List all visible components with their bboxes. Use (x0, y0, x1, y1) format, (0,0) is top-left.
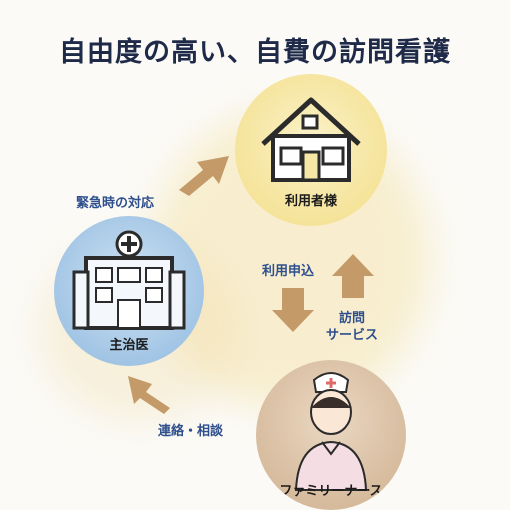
arrow-down-icon (272, 288, 314, 332)
page-title: 自由度の高い、自費の訪問看護 (59, 37, 451, 68)
home-label: 利用者様 (284, 194, 337, 209)
home-node: 利用者様 (235, 74, 387, 226)
house-icon (261, 97, 361, 182)
contact-label: 連絡・相談 (158, 424, 224, 439)
nurse-label: ファミリーナース (279, 484, 383, 499)
nurse-icon (294, 372, 368, 491)
hospital-icon (72, 230, 186, 330)
arrow-up-icon (332, 254, 374, 298)
nurse-node: ファミリーナース (256, 360, 406, 510)
request-label: 利用申込 (262, 264, 315, 279)
doctor-node: 主治医 (54, 216, 204, 366)
arrow-to-home-icon (179, 156, 229, 196)
arrow-to-doctor-icon (128, 376, 170, 414)
service-label: 訪問 サービス (326, 311, 379, 343)
emergency-label: 緊急時の対応 (76, 196, 155, 211)
doctor-label: 主治医 (109, 338, 149, 353)
